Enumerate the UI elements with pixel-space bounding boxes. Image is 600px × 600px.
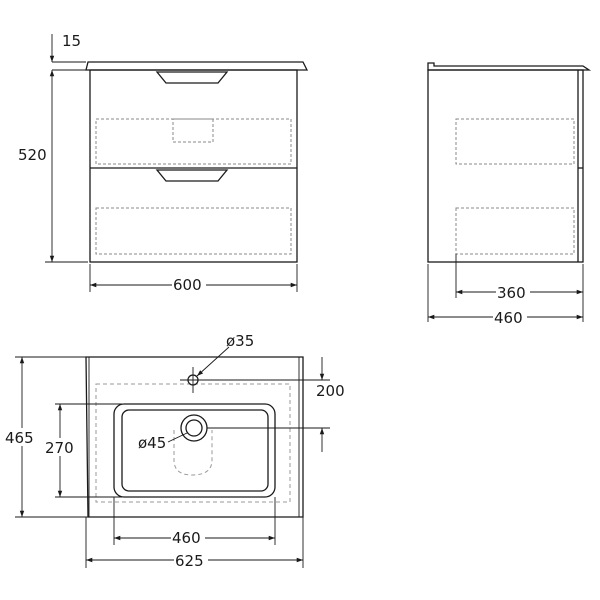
- dim-625-bg: [174, 551, 208, 569]
- lower-inner-drawer: [95, 207, 292, 255]
- dim-465-bg: [4, 428, 40, 446]
- dim-side-total-depth: 460: [494, 309, 523, 327]
- side-top-slab: [427, 62, 592, 71]
- basin-inner: [121, 409, 269, 492]
- leader-45: [167, 432, 188, 443]
- dim-basin-width: 460: [172, 529, 201, 547]
- front-cabinet-body: [89, 69, 298, 263]
- top-outline: [85, 356, 304, 518]
- dim-overall-depth: 465: [5, 429, 34, 447]
- dim-top-thickness: 15: [62, 32, 81, 50]
- dim-460-bg: [493, 308, 527, 326]
- side-view: 360 460: [427, 62, 592, 327]
- hidden-cabinet: [95, 383, 291, 503]
- siphon-cutout: [172, 118, 214, 143]
- basin-outer: [113, 403, 276, 498]
- drain-outer: [180, 414, 208, 442]
- dim-cabinet-width: 600: [173, 276, 202, 294]
- dim-side-inner-depth: 360: [497, 284, 526, 302]
- lower-drawer-handle: [155, 169, 229, 182]
- dim-basin-drain-diameter: ø35: [226, 332, 254, 350]
- dim-270-bg: [44, 438, 78, 456]
- hidden-siphon: [173, 430, 213, 476]
- upper-drawer-handle: [155, 71, 229, 84]
- dim-basin-depth: 270: [45, 439, 74, 457]
- dim-460b-bg: [171, 528, 205, 546]
- dim-tap-offset: 200: [316, 382, 345, 400]
- dim-overall-width: 625: [175, 552, 204, 570]
- leader-35: [196, 346, 230, 377]
- dim-360-bg: [496, 283, 530, 301]
- dim-600-bg: [172, 275, 206, 293]
- front-view: 15 520 600: [18, 32, 309, 294]
- top-view: ø35 ø45 200 465 270 460 625: [4, 332, 345, 570]
- dim-drain-diameter: ø45: [138, 434, 166, 452]
- side-lower-drawer: [455, 207, 575, 255]
- front-top-slab: [85, 61, 309, 71]
- side-upper-drawer: [455, 118, 575, 165]
- dim-cabinet-height: 520: [18, 146, 47, 164]
- drain-inner: [185, 419, 203, 437]
- side-cabinet-body: [427, 69, 584, 263]
